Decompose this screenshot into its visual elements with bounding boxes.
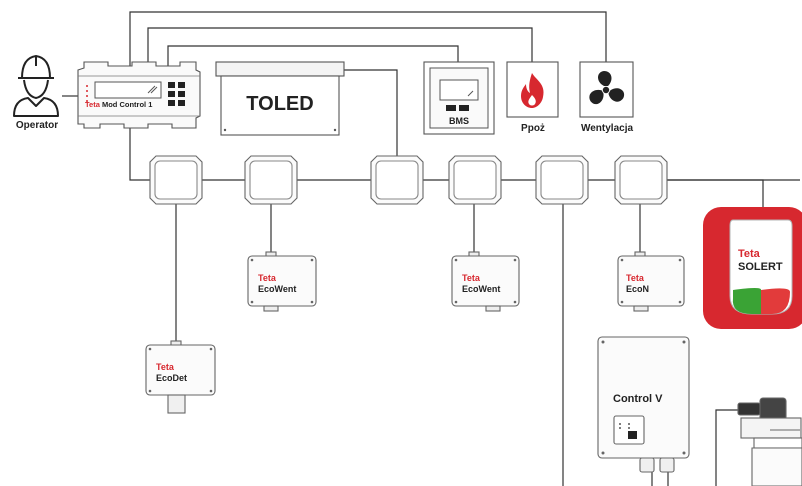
ecowent-1-model: EcoWent	[258, 284, 297, 294]
line-ventilation	[129, 11, 607, 66]
ecowent-2-label: Teta EcoWent	[462, 273, 500, 295]
connection-lines	[62, 11, 800, 486]
controller-brand: Teta	[85, 100, 100, 109]
bms-panel	[423, 61, 495, 135]
bus-modules	[149, 155, 668, 205]
ecodet-model: EcoDet	[156, 373, 188, 383]
bms-label: BMS	[449, 116, 469, 126]
bus-module-3	[370, 155, 424, 205]
ecodet-label: Teta EcoDet	[156, 362, 187, 384]
ecodet-box	[145, 340, 216, 414]
ecowent-2-box	[451, 251, 520, 312]
control-v-label: Control V	[613, 393, 663, 405]
line-toled	[344, 69, 398, 158]
solert-label: Teta SOLERT	[738, 248, 783, 274]
solert-model: SOLERT	[738, 261, 783, 273]
operator-label: Operator	[15, 120, 59, 131]
control-v-box	[597, 336, 690, 473]
ecowent-1-box	[247, 251, 317, 312]
solert-brand: Teta	[738, 248, 760, 260]
operator-icon	[13, 55, 59, 117]
bus-module-1	[149, 155, 203, 205]
valve-device	[737, 397, 802, 486]
line-bms	[167, 45, 459, 66]
ecodet-brand: Teta	[156, 362, 174, 372]
bus-module-2	[244, 155, 298, 205]
controller-label: Teta Mod Control 1	[85, 100, 197, 109]
fire-label: Ppoż	[521, 123, 545, 134]
ecowent-2-brand: Teta	[462, 273, 480, 283]
ventilation-panel	[579, 61, 634, 118]
fan-icon	[589, 71, 625, 105]
flame-icon	[521, 73, 544, 108]
bus-module-5	[535, 155, 589, 205]
ecowent-1-brand: Teta	[258, 273, 276, 283]
ecowent-1-label: Teta EcoWent	[258, 273, 296, 295]
toled-display	[215, 61, 345, 136]
fire-panel	[506, 61, 559, 118]
solert-device	[703, 207, 802, 329]
ecowent-2-model: EcoWent	[462, 284, 501, 294]
ventilation-label: Wentylacja	[580, 123, 634, 134]
bus-module-6	[614, 155, 668, 205]
controller-model: Mod Control 1	[101, 100, 153, 109]
line-fire	[147, 27, 533, 66]
toled-label: TOLED	[246, 93, 314, 115]
econ-box	[617, 251, 685, 312]
econ-brand: Teta	[626, 273, 644, 283]
controller-box	[77, 61, 201, 129]
bus-module-4	[448, 155, 502, 205]
econ-label: Teta EcoN	[626, 273, 649, 295]
econ-model: EcoN	[626, 284, 650, 294]
